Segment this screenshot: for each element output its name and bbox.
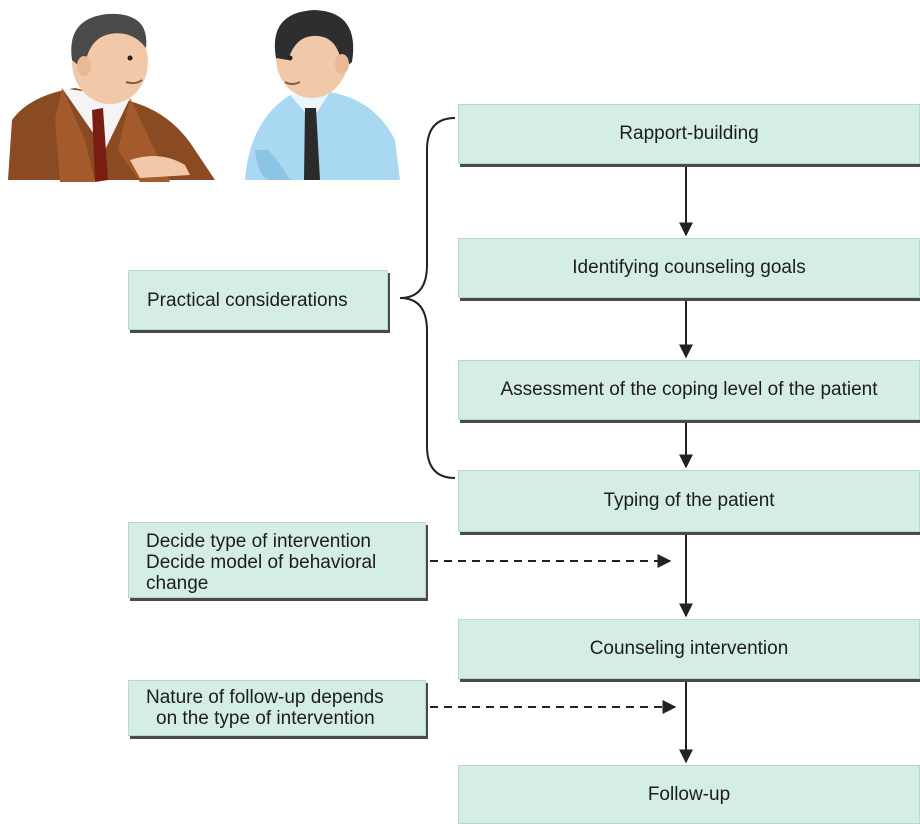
note-line: on the type of intervention [156,708,375,729]
step-label: Rapport-building [619,123,759,144]
step-label: Identifying counseling goals [572,257,806,278]
step-assessment-coping-level: Assessment of the coping level of the pa… [458,360,920,420]
step-follow-up: Follow-up [458,765,920,824]
man-blue-shirt-figure [245,10,400,180]
step-identifying-goals: Identifying counseling goals [458,238,920,298]
step-label: Typing of the patient [603,490,775,511]
note-line: Nature of follow-up depends [146,687,384,708]
note-line: change [146,573,209,594]
step-label: Follow-up [647,783,731,805]
note-line: Practical considerations [147,289,348,311]
step-label: Assessment of the coping level of the pa… [500,379,878,400]
man-brown-suit-figure [8,13,215,182]
two-men-talking-illustration [8,10,400,182]
note-line: Decide type of intervention [146,531,371,552]
note-follow-up-nature: Nature of follow-up depends on the type … [128,680,426,736]
step-counseling-intervention: Counseling intervention [458,619,920,679]
curly-brace [399,117,456,479]
step-typing-of-patient: Typing of the patient [458,470,920,532]
note-line: Decide model of behavioral [146,552,377,573]
step-label: Counseling intervention [589,638,789,659]
note-decide-intervention: Decide type of intervention Decide model… [128,522,426,598]
step-rapport-building: Rapport-building [458,104,920,164]
note-practical-considerations: Practical considerations [128,270,388,330]
